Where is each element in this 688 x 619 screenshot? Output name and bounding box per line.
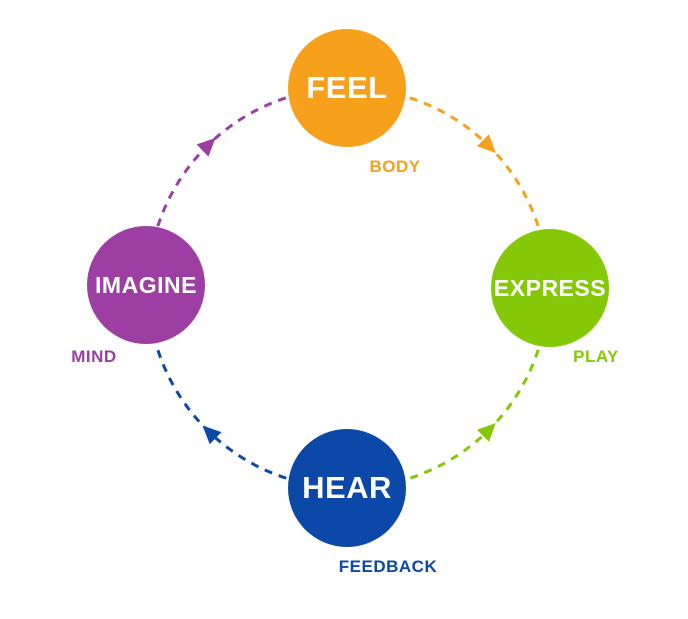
arrow-imagine-to-feel-icon — [196, 138, 216, 157]
arrow-hear-to-imagine-icon — [202, 425, 222, 445]
node-express-sublabel: PLAY — [573, 347, 619, 366]
arc-feel-to-express — [409, 96, 540, 227]
node-imagine-label: IMAGINE — [95, 271, 197, 298]
arc-hear-to-imagine — [156, 349, 287, 480]
node-feel: FEEL — [288, 29, 406, 147]
arrow-hear-to-express-icon — [477, 423, 496, 442]
node-imagine: IMAGINE — [87, 226, 205, 344]
node-hear: HEAR — [288, 429, 406, 547]
node-hear-sublabel: FEEDBACK — [338, 557, 438, 576]
node-express-label: EXPRESS — [493, 274, 607, 301]
node-hear-label: HEAR — [302, 470, 392, 505]
node-feel-sublabel: BODY — [369, 157, 421, 176]
node-imagine-sublabel: MIND — [71, 347, 117, 366]
node-express: EXPRESS — [491, 229, 609, 347]
arrow-feel-to-express-icon — [477, 134, 496, 153]
node-feel-label: FEEL — [306, 70, 388, 105]
arc-imagine-to-feel — [156, 96, 287, 227]
arc-hear-to-express — [409, 349, 540, 480]
